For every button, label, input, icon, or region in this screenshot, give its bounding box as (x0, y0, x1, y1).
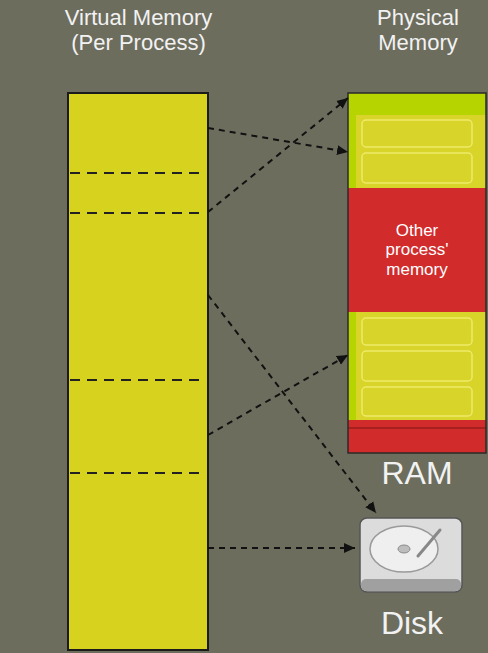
device-label: RAM (338, 455, 488, 492)
column-heading: Virtual Memory (Per Process) (51, 5, 226, 56)
disk-icon (360, 518, 462, 592)
mapping-arrow (208, 295, 376, 513)
virtual-memory-box: Virtual Memory (Per Process) (68, 93, 208, 650)
mapping-arrow (208, 547, 355, 549)
segment-dividers (70, 173, 206, 473)
mapping-arrow (208, 355, 348, 435)
virtual-memory-column (68, 93, 208, 650)
column-heading: Physical Memory (358, 5, 478, 56)
other-process-region: Other process' memory (348, 188, 486, 312)
ram-stick (348, 93, 486, 453)
mapping-arrow (208, 98, 348, 212)
region-label: Other process' memory (367, 221, 467, 280)
mapping-arrow (208, 128, 348, 152)
device-label: Disk (345, 605, 479, 642)
disk-box: Disk (355, 513, 469, 597)
ram-box: Physical MemoryRAMOther process' memory (348, 93, 486, 453)
